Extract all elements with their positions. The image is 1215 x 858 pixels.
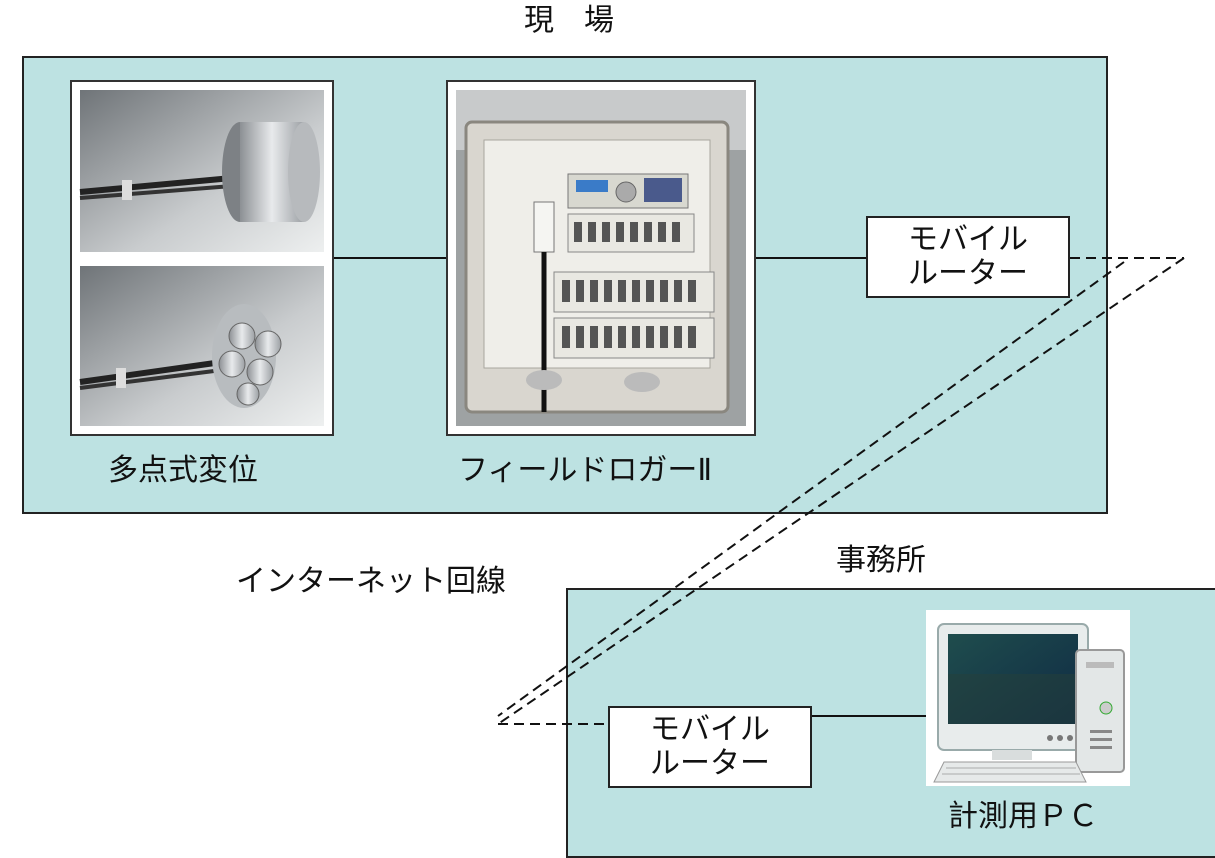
mobile-router-site: モバイル ルーター	[866, 216, 1070, 298]
measurement-pc-image	[926, 610, 1130, 786]
field-logger-photo	[446, 80, 756, 436]
pc-icon	[933, 623, 1125, 783]
router-office-line2: ルーター	[650, 746, 770, 781]
sensor-caption: 多点式変位	[108, 453, 258, 488]
router-site-line2: ルーター	[908, 256, 1028, 291]
logger-caption: フィールドロガーⅡ	[458, 453, 713, 488]
field-logger-illustration	[456, 90, 746, 426]
pc-caption: 計測用ＰＣ	[948, 799, 1098, 834]
router-site-line1: モバイル	[908, 221, 1028, 257]
sensor-illustration	[79, 90, 324, 426]
office-title: 事務所	[836, 543, 926, 578]
site-title: 現 場	[524, 3, 614, 38]
router-office-line1: モバイル	[650, 711, 770, 747]
internet-dashed-line-lower	[498, 254, 1180, 716]
multipoint-displacement-sensor-photo	[70, 80, 334, 436]
internet-label: インターネット回線	[236, 564, 506, 599]
internet-dashed-line-upper	[497, 257, 1185, 725]
internet-dashed-line-diagonal	[497, 261, 1125, 717]
mobile-router-office: モバイル ルーター	[608, 706, 812, 788]
